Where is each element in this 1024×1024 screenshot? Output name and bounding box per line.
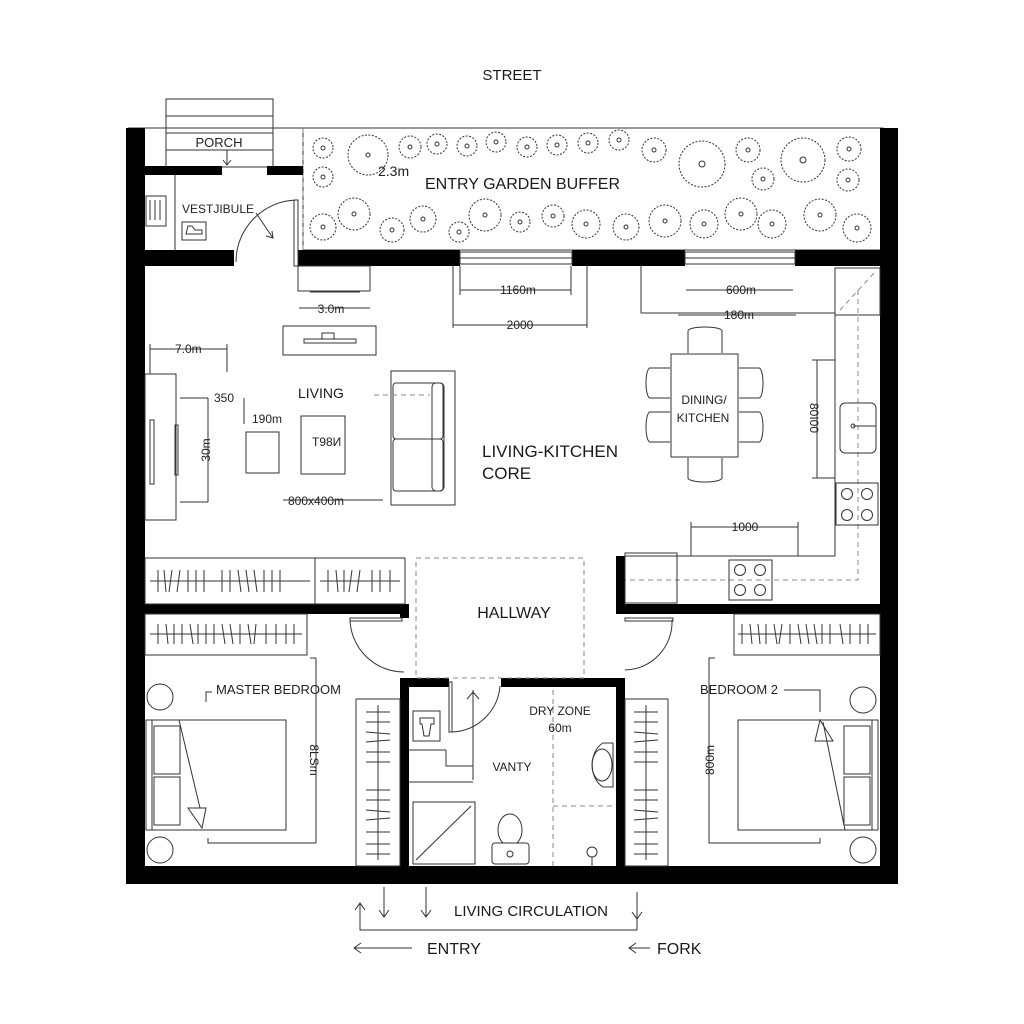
arrow-up-icon [466,690,480,780]
master-bed [145,719,287,831]
garden-label: ENTRY GARDEN BUFFER [425,176,620,193]
garden-dimension: 2.3m [378,163,409,179]
wardrobe-bedroom2 [733,613,881,656]
tv-console [297,265,371,293]
window-b-dimension: 600m [726,283,756,297]
porch: PORCH [165,98,274,168]
window-1 [459,251,573,265]
porch-label: PORCH [196,135,243,150]
wardrobe-bedroom2-side [624,698,669,867]
fork-label: FORK [657,941,702,958]
side-table [245,431,280,474]
hallway-label: HALLWAY [477,605,551,622]
vestibule-label: VESTJIBULE [182,202,254,216]
window-a-dimension: 1160m [500,283,536,297]
clearance-dimension: 1000 [732,520,759,534]
vertical-dimension: 30m [199,438,213,461]
kitchen-run-dimension: 80I00 [807,403,821,433]
wardrobe-master-side [355,698,401,867]
circulation-label: LIVING CIRCULATION [454,903,608,920]
wardrobe-upper [144,557,406,605]
bathroom [409,690,613,866]
dining-table [645,326,764,483]
bathroom-door[interactable] [448,681,501,733]
rug-dimension: 800x400m [288,494,344,508]
core-label-line2: CORE [482,464,531,483]
wall-span-dimension: 7.0m [175,342,202,356]
tree-icons [309,129,872,243]
living-label: LIVING [298,385,344,401]
floor-drain-icon [586,846,598,866]
bedroom2-bed [737,718,879,831]
sink-icon [839,402,877,454]
kitchen-counter [625,267,881,581]
hallway-area [415,557,585,679]
master-bedroom-door[interactable] [349,617,405,673]
coat-hanger-icon [145,195,167,227]
arrow-left-icon [628,942,650,954]
wall-cabinet [144,373,179,521]
counter-dimension: 180m [724,308,754,322]
cooktop-2-icon [728,559,773,601]
shoe-rack-icon [181,221,207,241]
wardrobe-master [144,613,308,656]
fridge [624,552,678,604]
nightstand-lamp [849,686,877,714]
tv-icon [282,325,377,356]
coffee-table [300,415,346,475]
dining-label-line2: KITCHEN [677,411,730,425]
master-bedroom-dimension: 8LSm [307,744,321,775]
nightstand-lamp [849,836,877,864]
window-2 [684,251,796,265]
coffee-table-label: T98И [312,435,341,449]
walls [126,128,898,884]
entry-label: ENTRY [427,941,481,958]
nightstand-lamp [146,683,174,711]
dining-label-line1: DINING/ [681,393,727,407]
toilet-icon [491,813,530,865]
vanity-label: VANTY [492,760,531,774]
dry-zone-dimension: 60m [548,721,571,735]
bedroom2-door[interactable] [624,617,674,671]
core-label-line1: LIVING-KITCHEN [482,442,618,461]
offset-dimension: 350 [214,391,234,405]
street-label: STREET [482,67,541,84]
master-bedroom-label: MASTER BEDROOM [216,682,341,697]
window-span-dimension: 2000 [507,318,534,332]
arrow-down-icon [222,150,232,166]
entrance-door[interactable] [235,199,299,267]
basin-icon [591,742,614,788]
sofa [390,370,456,506]
circulation-legend [354,887,643,931]
cooktop-icon [835,482,879,526]
bedroom2-label: BEDROOM 2 [700,682,778,697]
arrow-left-icon [353,942,412,954]
bedroom2-dimension: 800m [703,745,717,775]
dry-zone-label: DRY ZONE [529,704,591,718]
tv-width-dimension: 3.0m [318,302,345,316]
side-table-dimension: 190m [252,412,282,426]
nightstand-lamp [146,836,174,864]
